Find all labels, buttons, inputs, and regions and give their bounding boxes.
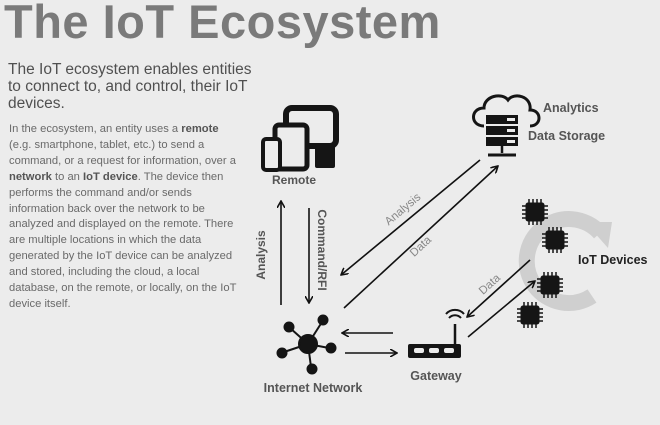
page-title: The IoT Ecosystem [4, 0, 441, 48]
iot-chip-icons [517, 199, 568, 328]
data-storage-label: Data Storage [528, 129, 605, 143]
internet-network-label: Internet Network [264, 381, 363, 395]
gateway-label: Gateway [410, 369, 461, 383]
body-text: to an [51, 170, 84, 183]
chip-icon [542, 227, 568, 253]
chip-icon [517, 302, 543, 328]
body-bold-network: network [9, 170, 52, 183]
cycle-arrow-icon [518, 211, 612, 311]
chip-icon [537, 272, 563, 298]
chip-icon [522, 199, 548, 225]
description: In the ecosystem, an entity uses a remot… [9, 122, 239, 313]
command-rfi-label: Command/RFI [315, 209, 329, 290]
analytics-label: Analytics [543, 101, 599, 115]
iot-devices-label: IoT Devices [578, 253, 648, 267]
remote-devices-icon [261, 105, 339, 172]
cloud-server-icon [472, 94, 541, 157]
analysis-label: Analysis [254, 230, 268, 280]
gateway-to-device-arrow [467, 281, 535, 338]
storage-data-arrow [343, 166, 498, 309]
body-text: In the ecosystem, an entity uses a [9, 123, 182, 135]
storage-analysis-arrow [341, 159, 481, 275]
body-text: . The device then performs the command a… [9, 170, 237, 310]
body-bold-remote: remote [181, 123, 219, 135]
network-hub-icon [276, 314, 337, 375]
subtitle: The IoT ecosystem enables entities to co… [8, 61, 252, 112]
gateway-router-icon [408, 308, 465, 358]
data-diag-label: Data [408, 234, 434, 260]
remote-label: Remote [272, 173, 316, 187]
data-devices-label: Data [477, 272, 504, 298]
device-to-gateway-arrow [467, 259, 531, 317]
body-text: (e.g. smartphone, tablet, etc.) to send … [9, 138, 236, 167]
body-bold-iot-device: IoT device [83, 170, 138, 183]
